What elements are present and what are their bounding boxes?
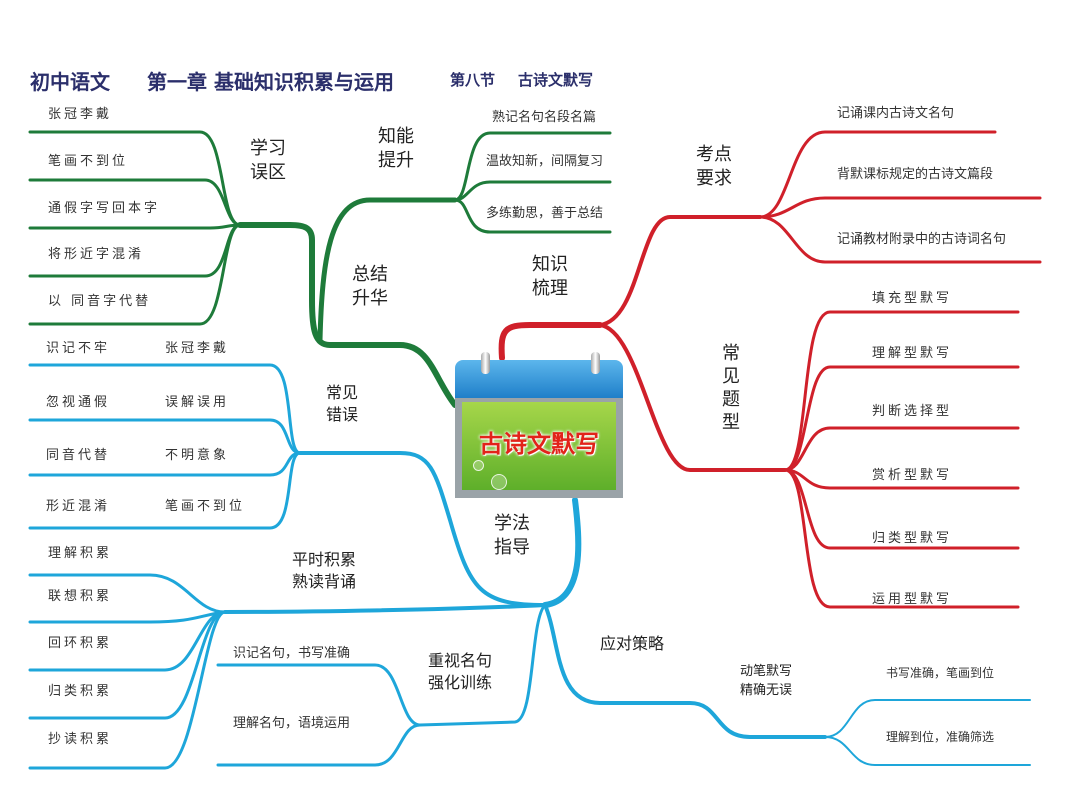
node-line: 强化训练 (428, 673, 493, 692)
leaf: 形近混淆 (46, 499, 111, 514)
leaf: 笔画不到位 (165, 499, 246, 514)
node-common-errors: 常见错误 (325, 383, 358, 424)
leaf: 判断选择型 (872, 404, 953, 419)
node-method: 学法指导 (494, 513, 530, 558)
leaf: 回环积累 (48, 636, 113, 651)
leaf: 填充型默写 (872, 291, 953, 306)
leaf: 将形近字混淆 (48, 247, 145, 262)
section-number: 第八节 (450, 71, 496, 89)
node-question-types: 常见题型 (722, 343, 740, 433)
leaf: 熟记名句名段名篇 (492, 110, 597, 125)
node-strategy: 应对策略 (600, 634, 665, 653)
leaf: 联想积累 (48, 589, 113, 604)
leaf: 书写准确，笔画到位 (886, 666, 995, 680)
leaf: 温故知新，间隔复习 (486, 154, 604, 169)
leaf: 运用型默写 (872, 592, 953, 607)
leaf: 多练勤思，善于总结 (486, 206, 604, 221)
node-requirements: 考点要求 (696, 144, 732, 189)
node-line: 平时积累 (292, 550, 357, 569)
leaf: 理解型默写 (872, 346, 953, 361)
leaf: 记诵教材附录中的古诗词名句 (837, 232, 1007, 247)
leaf: 归类型默写 (872, 531, 953, 546)
red-branch-lines (498, 130, 1042, 609)
green-branch-lines (28, 130, 612, 408)
chapter-title: 第一章 基础知识积累与运用 (147, 70, 394, 94)
node-accumulate: 平时积累 熟读背诵 (292, 549, 356, 593)
node-knowledge: 知识梳理 (532, 254, 568, 299)
leaf: 识记不牢 (46, 341, 111, 356)
calendar-icon: 古诗文默写 (453, 352, 625, 500)
node-write-accurately: 动笔默写 精确无误 (740, 662, 792, 700)
blue-branch-lines (28, 363, 1031, 770)
leaf: 误解误用 (165, 395, 230, 410)
section-topic: 古诗文默写 (518, 71, 594, 89)
leaf: 笔画不到位 (48, 154, 129, 169)
leaf: 以 同音字代替 (48, 294, 152, 309)
node-line: 熟读背诵 (292, 572, 357, 591)
leaf: 赏析型默写 (872, 468, 953, 483)
center-topic: 古诗文默写 (479, 430, 599, 458)
subject-title: 初中语文 (30, 70, 110, 94)
leaf: 背默课标规定的古诗文篇段 (837, 167, 994, 182)
leaf: 忽视通假 (46, 395, 111, 410)
leaf: 抄读积累 (48, 732, 113, 747)
leaf: 不明意象 (165, 448, 230, 463)
leaf: 理解名句，语境运用 (233, 716, 351, 731)
node-ability-improve: 知能提升 (378, 126, 414, 171)
leaf: 通假字写回本字 (48, 201, 161, 216)
leaf: 张冠李戴 (165, 341, 230, 356)
node-famous-lines: 重视名句 强化训练 (428, 650, 492, 694)
node-summary: 总结升华 (352, 264, 388, 309)
leaf: 记诵课内古诗文名句 (837, 106, 955, 121)
leaf: 归类积累 (48, 684, 113, 699)
node-line: 重视名句 (428, 651, 493, 670)
leaf: 理解到位，准确筛选 (886, 730, 995, 744)
leaf: 同音代替 (46, 448, 111, 463)
node-line: 动笔默写 (740, 664, 793, 679)
leaf: 识记名句，书写准确 (233, 646, 351, 661)
leaf: 理解积累 (48, 546, 113, 561)
node-line: 精确无误 (740, 683, 793, 698)
node-learning-mistakes: 学习误区 (250, 138, 286, 183)
leaf: 张冠李戴 (48, 107, 113, 122)
